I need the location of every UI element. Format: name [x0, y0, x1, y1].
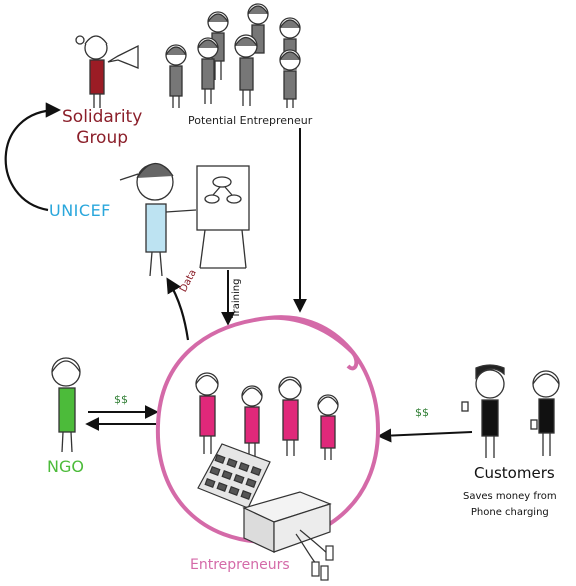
training-label: Training	[231, 278, 242, 318]
megaphone-icon	[107, 44, 139, 69]
customers-subtitle-text: Saves money from Phone charging	[463, 491, 557, 518]
customers-subtitle: Saves money from Phone charging	[463, 489, 557, 521]
solidarity-group-label: Solidarity Group	[62, 107, 142, 149]
crowd-person-7	[279, 49, 301, 108]
solar-panel-icon	[197, 443, 271, 509]
entrepreneur-4	[317, 394, 339, 460]
potential-entrepreneurs-crowd	[165, 3, 301, 108]
customer-woman	[530, 370, 560, 456]
entrepreneur-2	[241, 385, 263, 458]
entrepreneurs-circle	[155, 315, 381, 545]
arrow-unicef-to-solidarity	[4, 102, 62, 212]
flipchart	[196, 165, 250, 269]
unicef-trainer-figure	[119, 162, 197, 277]
entrepreneurs-group	[195, 372, 339, 460]
solidarity-leader-figure	[75, 35, 139, 108]
potential-entrepreneur-label: Potential Entrepreneur	[188, 114, 313, 127]
ngo-label: NGO	[47, 457, 84, 476]
phones-icon	[311, 545, 334, 581]
ngo-money-label: $$	[114, 393, 128, 406]
solidarity-group-text: Solidarity Group	[62, 107, 143, 148]
crowd-person-6	[234, 34, 258, 106]
ngo-person-figure	[51, 357, 81, 453]
customers-label: Customers	[474, 464, 555, 482]
entrepreneurs-label: Entrepreneurs	[190, 557, 290, 573]
crowd-person-4	[165, 44, 187, 108]
customer-man	[461, 364, 505, 458]
crowd-person-5	[197, 37, 219, 104]
customers-money-label: $$	[415, 406, 429, 419]
charging-station-icon	[242, 491, 332, 567]
arrow-customers-to-entrepreneurs	[377, 428, 473, 443]
entrepreneur-1	[195, 372, 219, 454]
phone-icon	[530, 419, 538, 430]
entrepreneur-3	[278, 376, 302, 456]
arrow-data	[166, 277, 190, 341]
unicef-label: UNICEF	[49, 201, 111, 220]
phone-icon	[461, 401, 469, 412]
customers-figures	[461, 364, 560, 458]
